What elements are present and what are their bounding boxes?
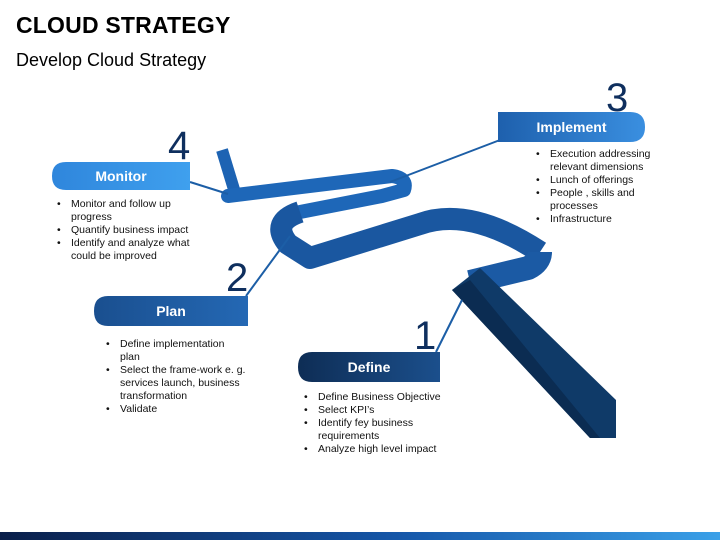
step-implement-number: 3 bbox=[606, 76, 629, 120]
list-item: Execution addressing relevant dimensions bbox=[536, 148, 662, 174]
list-item: People , skills and processes bbox=[536, 187, 662, 213]
page-subtitle: Develop Cloud Strategy bbox=[16, 50, 207, 70]
list-item: Monitor and follow up progress bbox=[57, 198, 193, 224]
list-item: Validate bbox=[106, 403, 246, 416]
list-item: Identify and analyze what could be impro… bbox=[57, 237, 193, 263]
list-item: Select the frame-work e. g. services lau… bbox=[106, 364, 246, 403]
define-banner bbox=[298, 352, 440, 382]
list-item: Analyze high level impact bbox=[304, 443, 452, 456]
path-segment-descent-shade bbox=[452, 280, 600, 438]
list-item: Infrastructure bbox=[536, 213, 662, 226]
step-define-label: Define bbox=[347, 359, 391, 375]
connector-plan bbox=[245, 235, 291, 297]
step-plan-number: 2 bbox=[226, 256, 249, 300]
list-item: Select KPI’s bbox=[304, 404, 452, 417]
list-item: Define Business Objective bbox=[304, 391, 452, 404]
step-define-bullets: Define Business Objective Select KPI’s I… bbox=[304, 391, 452, 456]
list-item: Identify fey business requirements bbox=[304, 417, 452, 443]
step-define-number: 1 bbox=[414, 314, 437, 358]
monitor-banner bbox=[52, 162, 190, 190]
list-item: Lunch of offerings bbox=[536, 174, 662, 187]
step-implement-label: Implement bbox=[536, 119, 607, 135]
page-title: CLOUD STRATEGY bbox=[16, 12, 231, 38]
connector-monitor bbox=[189, 181, 229, 195]
step-plan-label: Plan bbox=[156, 303, 186, 319]
step-plan-bullets: Define implementation plan Select the fr… bbox=[106, 338, 246, 416]
step-implement-bullets: Execution addressing relevant dimensions… bbox=[536, 148, 662, 226]
path-segment-top bbox=[221, 169, 412, 219]
footer-accent-bar bbox=[0, 532, 720, 540]
step-monitor-number: 4 bbox=[168, 124, 191, 168]
path-segment-middle bbox=[270, 201, 547, 269]
implement-banner bbox=[498, 112, 645, 142]
list-item: Define implementation plan bbox=[106, 338, 246, 364]
connector-define bbox=[435, 299, 463, 353]
plan-banner bbox=[94, 296, 248, 326]
path-segment-lower bbox=[467, 251, 552, 294]
list-item: Quantify business impact bbox=[57, 224, 193, 237]
connector-implement bbox=[389, 139, 501, 183]
step-monitor-label: Monitor bbox=[95, 168, 147, 184]
step-monitor-bullets: Monitor and follow up progress Quantify … bbox=[57, 198, 193, 263]
